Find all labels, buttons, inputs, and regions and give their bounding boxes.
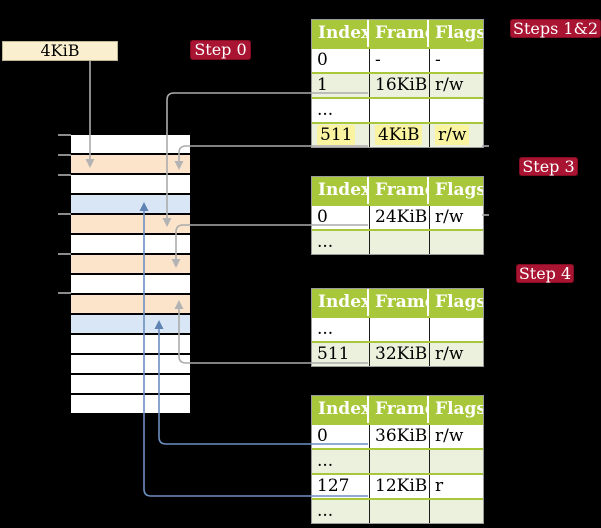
memory-tick <box>58 174 71 176</box>
memory-frame-row-white <box>71 135 190 155</box>
page-table-cell: ... <box>317 232 334 252</box>
page-table-header-row: IndexFrame Flags <box>312 177 483 204</box>
table-header-cell: Index <box>312 396 369 423</box>
table-header-cell: Index <box>312 177 369 204</box>
page-table-cell: r/w <box>429 343 483 366</box>
memory-frame-row-peach <box>71 295 190 315</box>
page-table-row: 511 4KiB r/w <box>312 122 483 147</box>
memory-tick <box>58 213 71 215</box>
memory-frame-row-white <box>71 175 190 195</box>
table-header-cell: Frame <box>369 396 429 423</box>
badge-steps-1-2: Steps 1&2 <box>510 19 601 38</box>
page-table-cell: 32KiB <box>369 343 429 366</box>
badge-step-3: Step 3 <box>519 157 578 176</box>
page-table-row: ... <box>312 229 483 254</box>
arrow-entry-4kib <box>178 145 368 161</box>
table-header-cell: Frame <box>369 177 429 204</box>
table-header-cell: Index <box>312 20 369 47</box>
page-table-cell: 4KiB <box>369 124 429 147</box>
page-table-cell <box>429 231 483 254</box>
page-table-header-row: IndexFrame Flags <box>312 289 483 316</box>
page-table-row: 0 -- <box>312 47 483 72</box>
page-table-cell: 24KiB <box>369 206 429 229</box>
table-header-cell: Flags <box>435 23 483 43</box>
page-table-cell <box>429 450 483 473</box>
page-table-cell: r/w <box>429 124 483 147</box>
page-table-cell <box>369 450 429 473</box>
page-table-cell: ... <box>317 451 334 471</box>
memory-tick <box>58 253 71 255</box>
memory-tick <box>58 134 71 136</box>
page-table-cell: 36KiB <box>369 425 429 448</box>
page-table-cell: r/w <box>429 425 483 448</box>
table-header-cell: Flags <box>435 180 483 200</box>
page-table-cell: ... <box>317 501 334 521</box>
memory-frame-row-white <box>71 275 190 295</box>
memory-frame-row-white <box>71 335 190 355</box>
page-table-row: ... <box>312 316 483 341</box>
page-table-cell: 511 <box>317 344 350 364</box>
memory-tick <box>58 292 71 294</box>
page-table-cell: - <box>369 49 429 72</box>
memory-frame-row-blue <box>71 195 190 215</box>
page-table-cell: - <box>429 49 483 72</box>
page-table-cell: 511 <box>312 124 369 147</box>
page-table-cell: ... <box>317 100 334 120</box>
memory-frame-row-peach <box>71 155 190 175</box>
page-table-cell: 1 <box>317 75 328 95</box>
page-table-cell: 0 <box>317 426 328 446</box>
highlighted-value: 4KiB <box>375 125 423 145</box>
page-table-cell: 16KiB <box>369 74 429 97</box>
table-header-cell: Frame <box>369 289 429 316</box>
page-table-cell: 12KiB <box>369 475 429 498</box>
memory-frame-row-white <box>71 395 190 413</box>
table-header-cell: Frame <box>369 20 429 47</box>
page-table-cell: 0 <box>317 207 328 227</box>
highlighted-value: 511 <box>317 125 356 145</box>
page-table-cell <box>369 500 429 523</box>
page-table-header-row: IndexFrame Flags <box>312 20 483 47</box>
page-table-cell <box>429 99 483 122</box>
frame-4kib-box: 4KiB <box>2 41 118 61</box>
memory-frame-row-white <box>71 235 190 255</box>
page-table-cell: r/w <box>429 74 483 97</box>
page-table-cell: 0 <box>317 50 328 70</box>
memory-frame-row-white <box>71 355 190 375</box>
page-table-cell <box>369 231 429 254</box>
page-table-cell: r <box>429 475 483 498</box>
page-table-row: ... <box>312 97 483 122</box>
frame-4kib-label: 4KiB <box>40 41 80 60</box>
table-header-cell: Index <box>312 289 369 316</box>
highlighted-value: r/w <box>435 125 470 145</box>
page-table-cell: r/w <box>429 206 483 229</box>
page-table-2: IndexFrame Flags 0 24KiBr/w... <box>311 176 484 255</box>
page-table-row: ... <box>312 448 483 473</box>
memory-frame-row-peach <box>71 255 190 275</box>
physical-memory-column <box>71 135 190 413</box>
memory-frame-row-blue <box>71 315 190 335</box>
page-table-cell: 127 <box>317 476 350 496</box>
page-table-header-row: IndexFrame Flags <box>312 396 483 423</box>
badge-step-0: Step 0 <box>190 40 251 60</box>
memory-tick <box>58 154 71 156</box>
page-table-cell <box>369 318 429 341</box>
page-table-cell <box>429 500 483 523</box>
page-table-cell <box>369 99 429 122</box>
page-table-cell: ... <box>317 319 334 339</box>
badge-step-4: Step 4 <box>516 264 574 283</box>
table-header-cell: Flags <box>435 399 483 419</box>
page-table-cell <box>429 318 483 341</box>
page-table-row: ... <box>312 498 483 523</box>
memory-frame-row-white <box>71 375 190 395</box>
table-header-cell: Flags <box>435 292 483 312</box>
memory-frame-row-peach <box>71 215 190 235</box>
